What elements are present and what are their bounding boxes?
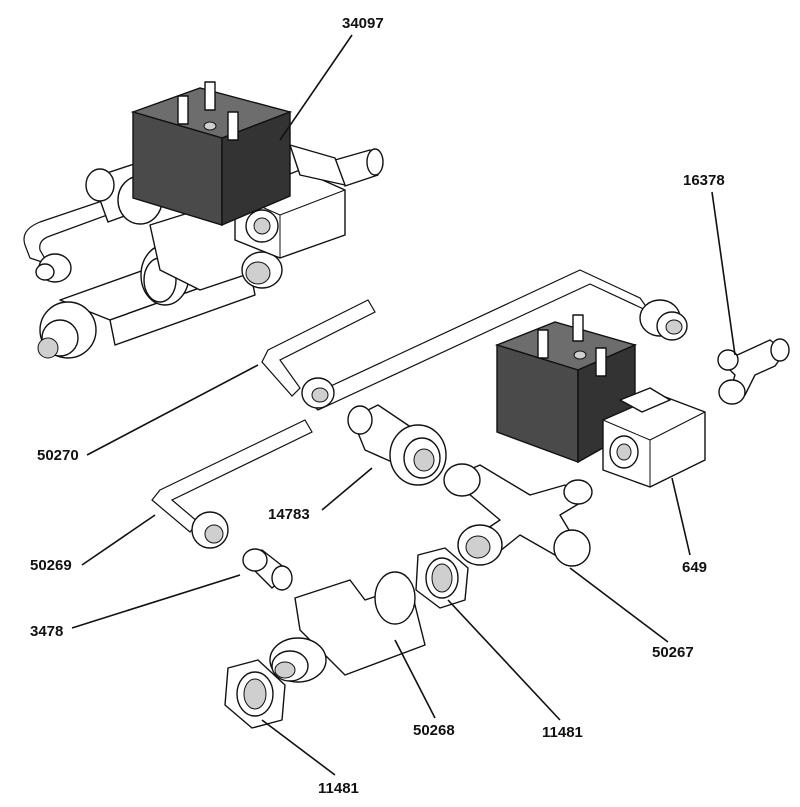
leader-50268: [394, 639, 436, 719]
label-14783: 14783: [268, 506, 310, 523]
label-11481-lower: 11481: [318, 780, 359, 797]
leader-lines: [71, 34, 736, 776]
label-50270: 50270: [37, 447, 79, 464]
nut-11481-upper: [415, 547, 469, 609]
leader-50270: [86, 364, 259, 456]
leader-11481-lower: [261, 719, 336, 776]
tee-16378: [717, 338, 790, 405]
tube-50270: [261, 269, 688, 411]
leader-50267: [569, 567, 669, 643]
leader-11481-upper: [447, 599, 561, 721]
assembled-valve-unit: [23, 81, 384, 359]
label-16378: 16378: [683, 172, 725, 189]
nut-11481-lower: [224, 659, 286, 729]
label-50268: 50268: [413, 722, 455, 739]
leader-649: [671, 477, 691, 556]
label-50269: 50269: [30, 557, 72, 574]
leader-34097: [279, 34, 353, 141]
fitting-3478: [242, 548, 293, 591]
cross-fitting-50267: [443, 463, 593, 567]
leader-3478: [71, 574, 241, 629]
assembled-tube: [23, 199, 111, 266]
leader-16378: [711, 191, 736, 356]
tube-50269: [151, 419, 313, 549]
tee-body-50268: [269, 571, 426, 683]
fitting-14783: [347, 404, 447, 486]
label-11481-upper: 11481: [542, 724, 583, 741]
solenoid-valve-649: [494, 314, 706, 488]
label-3478: 3478: [30, 623, 63, 640]
leader-50269: [81, 514, 156, 566]
label-50267: 50267: [652, 644, 694, 661]
label-34097: 34097: [342, 15, 384, 32]
leader-14783: [321, 467, 373, 511]
part-labels: 34097 16378 50270 14783 50269 3478 649 5…: [30, 15, 725, 797]
label-649: 649: [682, 559, 707, 576]
